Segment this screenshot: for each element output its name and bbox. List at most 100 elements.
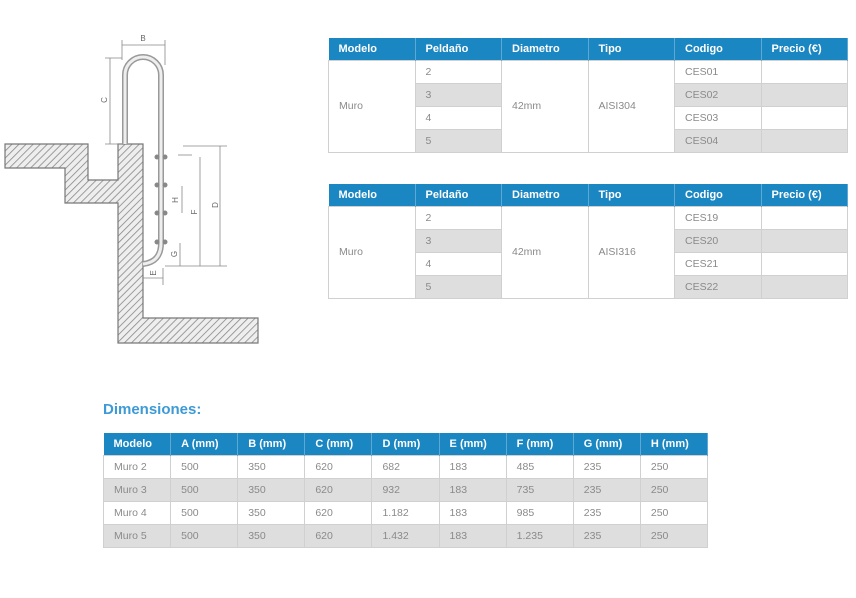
label-e: E [149,270,158,275]
table-row: 5 CES04 [329,128,848,153]
dimension-cell: 985 [505,500,574,525]
dimension-cell: 235 [572,477,641,502]
column-header: Codigo [674,38,762,60]
column-header: Precio (€) [761,38,848,60]
label-g: G [170,251,179,257]
column-header: Codigo [674,184,762,206]
dimension-cell: 500 [170,454,239,479]
peldano-cell: 3 [414,228,502,253]
table-row: 5 CES22 [329,274,848,299]
dimension-cell: 235 [572,500,641,525]
table-row: 4 CES03 [329,105,848,130]
dimension-cell: 250 [639,477,709,502]
rung-markers [154,154,168,245]
peldano-cell: 5 [414,274,502,299]
codigo-cell: CES03 [674,105,762,130]
codigo-cell: CES02 [674,82,762,107]
column-header: Peldaño [415,184,502,206]
peldano-cell: 2 [414,59,502,84]
column-header: Precio (€) [761,184,848,206]
dimension-cell: 350 [237,500,306,525]
column-header: Modelo [103,433,172,455]
column-header: H (mm) [640,433,709,455]
dimension-cell: 250 [639,454,709,479]
dimension-cell: 620 [304,454,373,479]
precio-cell [760,205,848,230]
dimension-cell: 500 [170,500,239,525]
dimension-cell: 620 [304,500,373,525]
dimension-cell: 183 [438,523,507,548]
column-header: F (mm) [506,433,574,455]
ladder-diagram: B C D F H G E [4,34,259,344]
column-header: Modelo [328,184,416,206]
label-d: D [211,202,220,208]
codigo-cell: CES04 [674,128,762,153]
dimension-cell: 735 [505,477,574,502]
peldano-cell: 4 [414,105,502,130]
column-header: C (mm) [304,433,373,455]
dimension-cell: 183 [438,500,507,525]
column-header: Peldaño [415,38,502,60]
label-c: C [100,97,109,103]
dimension-cell: 350 [237,523,306,548]
peldano-cell: 5 [414,128,502,153]
dimension-cell: 350 [237,454,306,479]
dimension-cell: Muro 4 [102,500,172,525]
dimension-cell: 932 [371,477,440,502]
dimension-cell: 500 [170,523,239,548]
codigo-cell: CES19 [674,205,762,230]
label-h: H [171,197,180,203]
dimension-cell: 250 [639,500,709,525]
peldano-cell: 2 [414,205,502,230]
precio-cell [760,105,848,130]
diametro-cell: 42mm [501,59,589,153]
codigo-cell: CES22 [674,274,762,299]
peldano-cell: 4 [414,251,502,276]
dimension-cell: Muro 2 [102,454,172,479]
codigo-cell: CES20 [674,228,762,253]
codigo-cell: CES01 [674,59,762,84]
pool-wall [4,143,259,344]
diametro-cell: 42mm [501,205,589,299]
precio-cell [760,128,848,153]
column-header: Tipo [588,184,675,206]
column-header: Diametro [501,184,589,206]
tipo-cell: AISI316 [587,205,675,299]
label-f: F [190,209,199,214]
precio-cell [760,274,848,299]
modelo-cell: Muro [328,59,416,153]
precio-cell [760,59,848,84]
table-row: 4 CES21 [329,251,848,276]
dimension-cell: 500 [170,477,239,502]
column-header: G (mm) [573,433,641,455]
dimension-lines [105,40,227,285]
precio-cell [760,228,848,253]
dimension-cell: 250 [639,523,709,548]
dimensions-title: Dimensiones: [103,401,202,418]
dimension-cell: 1.432 [371,523,440,548]
column-header: D (mm) [371,433,440,455]
dimension-cell: 1.235 [505,523,574,548]
column-header: A (mm) [170,433,239,455]
dimension-cell: 235 [572,454,641,479]
column-header: Diametro [501,38,589,60]
column-header: Tipo [588,38,675,60]
dimension-cell: 485 [505,454,574,479]
precio-cell [760,251,848,276]
dimension-cell: 620 [304,477,373,502]
codigo-cell: CES21 [674,251,762,276]
column-header: B (mm) [237,433,306,455]
dimension-cell: 1.182 [371,500,440,525]
dimension-cell: 235 [572,523,641,548]
